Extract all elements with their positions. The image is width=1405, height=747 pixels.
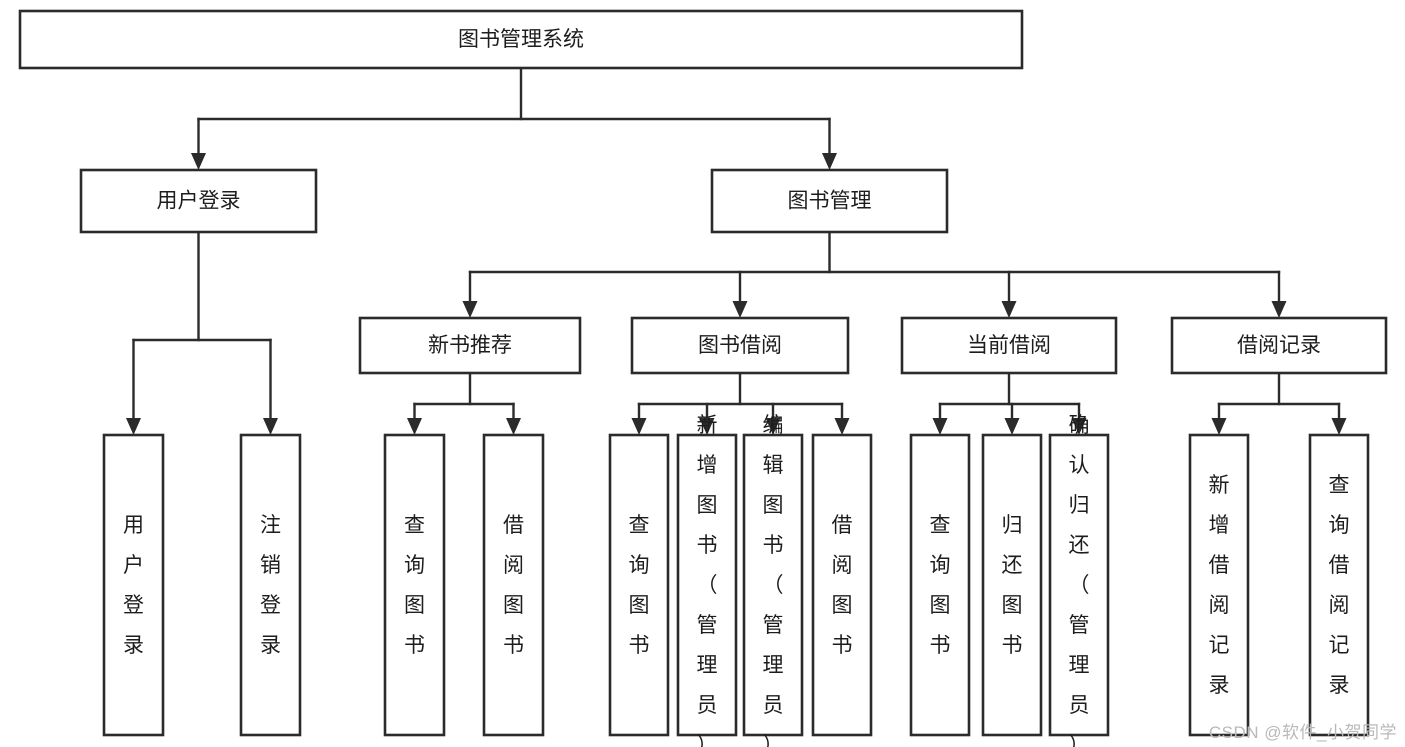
node-box	[102, 433, 165, 737]
arrow-head	[1004, 418, 1020, 435]
connector-layer	[126, 66, 1347, 435]
arrow-head	[932, 418, 948, 435]
node-leaf-13[interactable]: 查询借阅记录	[1308, 433, 1370, 737]
arrow-head	[822, 153, 837, 170]
arrow-head	[1071, 418, 1087, 435]
node-label: 查询图书	[404, 514, 425, 657]
node-box	[909, 433, 971, 737]
node-box	[608, 433, 670, 737]
node-box	[383, 433, 446, 737]
node-box	[630, 316, 850, 375]
node-level3-2[interactable]: 图书借阅	[630, 316, 850, 375]
node-leaf-10[interactable]: 归还图书	[981, 433, 1043, 737]
arrow-head	[699, 418, 715, 435]
node-label: 查询图书	[930, 514, 951, 657]
node-title-root[interactable]: 图书管理系统	[18, 9, 1024, 70]
node-box	[981, 433, 1043, 737]
arrow-head	[732, 301, 748, 318]
node-box	[1170, 316, 1388, 375]
node-leaf-5[interactable]: 查询图书	[608, 433, 670, 737]
node-label: 图书管理	[788, 190, 872, 213]
node-leaf-1[interactable]: 用户登录	[102, 433, 165, 737]
node-box	[811, 433, 873, 737]
node-box	[742, 433, 804, 737]
node-leaf-6[interactable]: 新增图书（管理员）	[676, 414, 738, 747]
node-leaf-12[interactable]: 新增借阅记录	[1188, 433, 1250, 737]
node-label: 借阅图书	[503, 514, 524, 657]
node-box	[1188, 433, 1250, 737]
arrow-head	[1331, 418, 1347, 435]
node-box	[18, 9, 1024, 70]
node-label: 注销登录	[260, 514, 281, 657]
node-box	[900, 316, 1118, 375]
node-leaf-3[interactable]: 查询图书	[383, 433, 446, 737]
arrow-head	[191, 153, 206, 170]
arrow-head	[407, 418, 422, 435]
node-label: 查询借阅记录	[1329, 474, 1350, 697]
node-level2-2[interactable]: 图书管理	[710, 168, 949, 234]
arrow-head	[506, 418, 521, 435]
csdn-watermark: CSDN @软件_小贺同学	[1208, 723, 1397, 742]
arrow-head	[1271, 301, 1287, 318]
node-box	[79, 168, 318, 234]
node-leaf-4[interactable]: 借阅图书	[482, 433, 545, 737]
arrow-head	[462, 301, 478, 318]
node-level2-1[interactable]: 用户登录	[79, 168, 318, 234]
arrow-head	[263, 418, 278, 435]
node-label: 编辑图书（管理员）	[763, 414, 784, 747]
node-leaf-7[interactable]: 编辑图书（管理员）	[742, 414, 804, 747]
node-box	[710, 168, 949, 234]
arrow-head	[834, 418, 850, 435]
node-leaf-9[interactable]: 查询图书	[909, 433, 971, 737]
arrow-head	[126, 418, 141, 435]
node-box	[239, 433, 302, 737]
arrow-head	[765, 418, 781, 435]
node-label: 图书管理系统	[458, 28, 584, 51]
node-leaf-11[interactable]: 确认归还（管理员）	[1048, 414, 1110, 747]
node-level3-1[interactable]: 新书推荐	[358, 316, 582, 375]
node-box	[358, 316, 582, 375]
node-label: 借阅图书	[832, 514, 853, 657]
node-label: 图书借阅	[698, 334, 782, 357]
node-leaf-2[interactable]: 注销登录	[239, 433, 302, 737]
node-leaf-8[interactable]: 借阅图书	[811, 433, 873, 737]
node-label: 新增借阅记录	[1209, 474, 1230, 697]
arrow-head	[1001, 301, 1017, 318]
arrow-head	[1211, 418, 1227, 435]
node-level3-4[interactable]: 借阅记录	[1170, 316, 1388, 375]
node-label: 归还图书	[1002, 514, 1023, 657]
node-layer: 图书管理系统用户登录图书管理新书推荐图书借阅当前借阅借阅记录用户登录注销登录查询…	[18, 9, 1388, 747]
node-label: 查询图书	[629, 514, 650, 657]
node-label: 用户登录	[123, 514, 144, 657]
node-label: 新书推荐	[428, 334, 512, 357]
node-label: 当前借阅	[967, 334, 1051, 357]
node-label: 确认归还（管理员）	[1069, 414, 1090, 747]
node-box	[1048, 433, 1110, 737]
node-label: 用户登录	[157, 190, 241, 213]
node-box	[1308, 433, 1370, 737]
node-label: 借阅记录	[1237, 334, 1321, 357]
node-label: 新增图书（管理员）	[697, 414, 718, 747]
node-level3-3[interactable]: 当前借阅	[900, 316, 1118, 375]
node-box	[676, 433, 738, 737]
arrow-head	[631, 418, 647, 435]
node-box	[482, 433, 545, 737]
